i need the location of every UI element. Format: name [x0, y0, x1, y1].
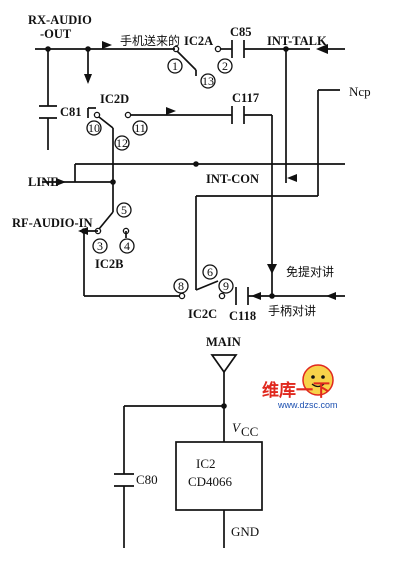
arrow-right-icon [166, 107, 176, 115]
ic2-chip [175, 441, 263, 511]
vcc-subscript: CC [241, 424, 258, 439]
ic2-name: IC2 [196, 456, 216, 471]
vcc-label: V [232, 420, 242, 435]
ic2b-label: IC2B [95, 257, 123, 271]
int-con-label: INT-CON [206, 172, 259, 186]
rx-audio-out-label: -OUT [40, 27, 72, 41]
arrow-right-icon [102, 41, 112, 49]
switch-blades [98, 50, 219, 291]
pin-13: 13 [202, 74, 214, 88]
cd4066-label: CD4066 [188, 474, 233, 489]
main-label: MAIN [206, 335, 241, 349]
power-section: MAIN C80 V CC IC2 CD4066 GND [114, 335, 263, 548]
switch-contacts [93, 45, 226, 300]
handset-talk-label: 手柄对讲 [268, 303, 316, 318]
pin-2: 2 [222, 59, 228, 73]
arrow-right-icon [56, 178, 66, 186]
pin-12: 12 [116, 136, 128, 150]
gnd-label: GND [231, 524, 259, 539]
arrow-left-icon [78, 227, 88, 235]
wires [35, 48, 345, 297]
ic2d-label: IC2D [100, 92, 129, 106]
dzsc-watermark: 维库一下 www.dzsc.com [262, 364, 338, 410]
c80-label: C80 [136, 472, 158, 487]
main-supply-symbol [210, 354, 238, 374]
pin-markers: 1 2 13 10 11 12 5 3 4 6 8 9 [86, 58, 234, 294]
pin-11: 11 [134, 121, 146, 135]
watermark-brand: 维库一下 [262, 380, 330, 401]
c118-label: C118 [229, 309, 256, 323]
pin-1: 1 [172, 59, 178, 73]
ncp-label: Ncp [349, 84, 371, 99]
arrow-left-icon [287, 174, 297, 182]
pin-3: 3 [97, 239, 103, 253]
arrow-left-icon [251, 292, 261, 300]
watermark-url: www.dzsc.com [277, 400, 338, 410]
handsfree-talk-label: 免提对讲 [286, 264, 334, 279]
pin-6: 6 [207, 265, 213, 279]
pin-5: 5 [121, 203, 127, 217]
phone-sent-label: 手机送来的 [120, 33, 180, 48]
ic2a-label: IC2A [184, 34, 213, 48]
mascot-icon [302, 364, 334, 396]
int-talk-label: INT-TALK [267, 34, 327, 48]
pin-4: 4 [124, 239, 130, 253]
ic2c-label: IC2C [188, 307, 217, 321]
arrows [56, 41, 336, 300]
arrow-down-icon [267, 264, 277, 274]
c81-label: C81 [60, 105, 82, 119]
c85-label: C85 [230, 25, 252, 39]
pin-10: 10 [88, 121, 100, 135]
arrow-down-icon [84, 74, 92, 84]
capacitors [39, 40, 249, 305]
c117-label: C117 [232, 91, 259, 105]
line-label: LINE [28, 175, 59, 189]
arrow-left-icon [326, 292, 336, 300]
rf-audio-in-label: RF-AUDIO-IN [12, 216, 93, 230]
rx-audio-label: RX-AUDIO [28, 13, 92, 27]
pin-9: 9 [223, 279, 229, 293]
pin-8: 8 [178, 279, 184, 293]
arrow-left-icon [316, 44, 328, 54]
